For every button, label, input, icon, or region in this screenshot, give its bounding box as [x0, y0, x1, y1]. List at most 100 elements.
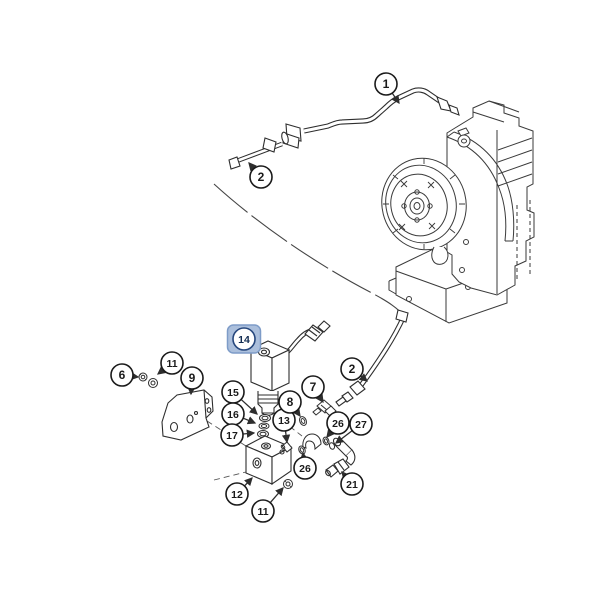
- callout-number: 11: [257, 506, 268, 518]
- callout-number: 2: [349, 362, 356, 376]
- callout-circle: [180, 366, 204, 390]
- callout-leader-arrow: [292, 407, 301, 418]
- callout-number: 7: [310, 380, 317, 394]
- seal-stack: [257, 414, 271, 438]
- elbow-fitting-small: [298, 433, 336, 455]
- callout-leader-arrow: [334, 430, 353, 444]
- converter-hook: [431, 246, 449, 265]
- callout-number: 21: [346, 479, 358, 491]
- pin-13: [280, 441, 293, 453]
- callout-circle: [251, 499, 275, 523]
- bolt-marks: [398, 180, 436, 231]
- callout-leader-arrow: [269, 487, 284, 504]
- callout-8[interactable]: 8: [278, 390, 302, 418]
- tube1-end-nut: [436, 96, 452, 112]
- callout-11a[interactable]: 11: [157, 351, 184, 375]
- transmission-housing: [446, 100, 535, 296]
- callout-circle: [326, 411, 350, 435]
- callout-leader-arrow: [358, 373, 368, 382]
- callout-17[interactable]: 17: [220, 423, 256, 447]
- callout-7[interactable]: 7: [301, 375, 325, 404]
- callout-leader-arrow: [130, 371, 140, 381]
- callout-11b[interactable]: 11: [251, 487, 284, 523]
- o-ring-15: [259, 414, 271, 422]
- callout-number: 17: [226, 430, 238, 442]
- callout-circle: [225, 482, 249, 506]
- steel-tube-1: [303, 87, 460, 134]
- callout-leader-arrow: [157, 366, 167, 375]
- hose2-nut: [349, 380, 366, 396]
- callout-13[interactable]: 13: [272, 408, 296, 444]
- callout-2b[interactable]: 2: [340, 357, 368, 382]
- callout-15[interactable]: 15: [221, 380, 258, 415]
- callout-leader-arrow: [281, 430, 291, 444]
- callout-circle: [232, 327, 256, 351]
- tube2-nut: [262, 137, 277, 153]
- callout-circle: [110, 363, 134, 387]
- callout-16[interactable]: 16: [221, 402, 257, 426]
- callout-leader-arrow: [242, 429, 256, 438]
- callout-leader-arrow: [248, 162, 257, 172]
- callout-circle: [249, 165, 273, 189]
- callout-26a[interactable]: 26: [326, 411, 350, 438]
- o-ring-27: [328, 442, 336, 450]
- callout-1[interactable]: 1: [374, 72, 400, 105]
- callout-number: 2: [258, 170, 265, 184]
- callout-circle: [301, 375, 325, 399]
- solenoid-threaded-stem: [257, 391, 279, 416]
- callout-leader-arrow: [244, 477, 253, 487]
- callout-9[interactable]: 9: [180, 366, 204, 396]
- callout-21[interactable]: 21: [340, 471, 364, 496]
- hose2-ferrule: [395, 309, 409, 323]
- valve-block: [244, 435, 293, 486]
- callout-leader-arrow: [391, 92, 400, 105]
- o-ring-8: [299, 416, 307, 426]
- callout-14-highlighted[interactable]: 14: [226, 324, 262, 354]
- callout-number: 13: [278, 415, 290, 427]
- callout-circle: [374, 72, 398, 96]
- callout-leader-arrow: [315, 393, 324, 404]
- mounting-bracket: [161, 389, 214, 441]
- callout-number: 1: [383, 77, 390, 91]
- rim-ticks: [383, 158, 465, 249]
- callout-number: 8: [287, 395, 294, 409]
- callout-26b[interactable]: 26: [293, 451, 317, 480]
- cable-connector: [304, 320, 331, 342]
- callout-leader-arrow: [326, 428, 335, 438]
- callout-circle: [340, 357, 364, 381]
- callout-27[interactable]: 27: [334, 412, 373, 444]
- callout-number: 12: [231, 489, 243, 501]
- washer-11b: [283, 479, 293, 489]
- callout-number: 15: [227, 387, 239, 399]
- callout-number: 16: [227, 409, 239, 421]
- callout-circle: [278, 390, 302, 414]
- callout-number: 26: [332, 418, 344, 430]
- torque-converter: [381, 157, 467, 265]
- callout-number: 6: [119, 368, 126, 382]
- hose2-tip-thin: [335, 396, 347, 407]
- washer-11a: [148, 378, 158, 388]
- steel-tube-2-upper: [228, 137, 283, 170]
- callout-circle: [220, 423, 244, 447]
- callout-number: 14: [238, 334, 250, 346]
- transmission-gearbox: [381, 100, 535, 324]
- bracket-washers: [138, 372, 158, 388]
- tube2-tip: [228, 156, 241, 170]
- callout-6[interactable]: 6: [110, 363, 140, 387]
- callout-number: 27: [355, 419, 367, 431]
- tube1-end-tip: [448, 104, 460, 116]
- hose-2-lower: [335, 309, 409, 407]
- callout-2a[interactable]: 2: [248, 162, 273, 189]
- callout-circle: [293, 456, 317, 480]
- o-ring-16: [258, 422, 270, 430]
- hose-routing-line: [213, 183, 405, 317]
- filler-cap: [457, 127, 471, 148]
- callout-circle: [340, 472, 364, 496]
- callout-number: 9: [189, 371, 196, 385]
- callout-leader-arrow: [240, 398, 258, 415]
- callout-circle: [160, 351, 184, 375]
- callout-12[interactable]: 12: [225, 477, 253, 506]
